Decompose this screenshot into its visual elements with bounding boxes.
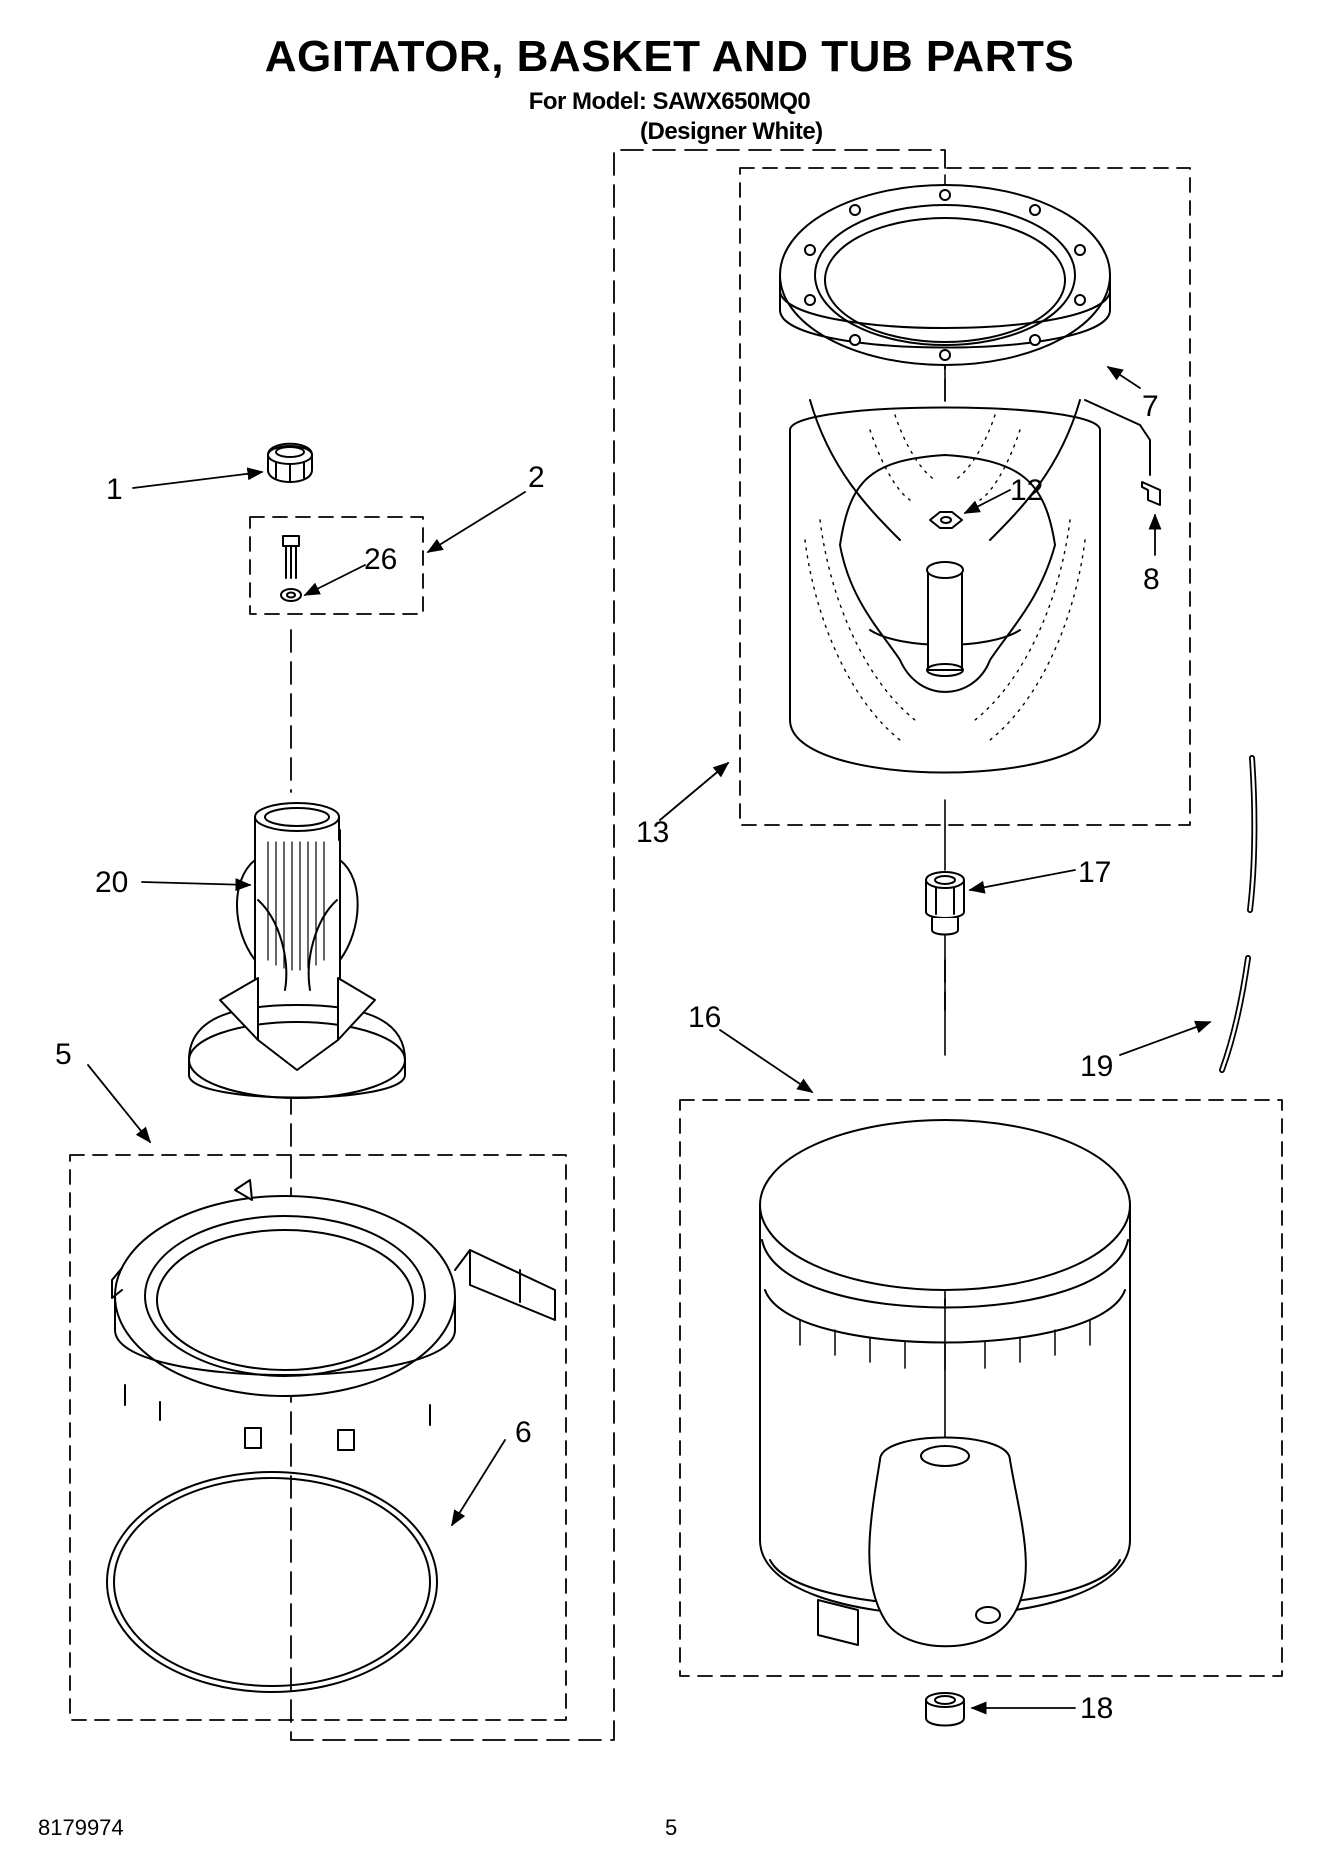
- callout-13: 13: [636, 816, 670, 849]
- bolt-icon: [282, 535, 300, 579]
- outer-tub-icon: [759, 1119, 1131, 1648]
- callout-26: 26: [364, 543, 398, 576]
- outer-tub-box: [679, 1099, 1283, 1677]
- page-number: 5: [665, 1815, 678, 1840]
- callout-2: 2: [528, 461, 545, 494]
- callout-16: 16: [688, 1001, 722, 1034]
- nut-icon: [929, 511, 963, 529]
- doc-number: 8179974: [38, 1815, 124, 1840]
- callout-12: 12: [1010, 474, 1044, 507]
- color-line: (Designer White): [640, 118, 823, 145]
- model-line: For Model: SAWX650MQ0: [528, 88, 811, 115]
- tub-ring-box: [69, 1154, 567, 1721]
- clip-icon: [1084, 399, 1161, 506]
- drain-fitting-icon: [925, 1692, 965, 1727]
- agitator-cap-icon: [267, 442, 313, 483]
- assembly-centerline: [290, 149, 946, 1741]
- callout-20: 20: [95, 866, 129, 899]
- bolt-kit-box: [249, 516, 424, 615]
- hub-nut-icon: [925, 871, 965, 936]
- callout-6: 6: [515, 1416, 532, 1449]
- callout-8: 8: [1143, 563, 1160, 596]
- basket-box: [739, 167, 1191, 826]
- callout-19: 19: [1080, 1050, 1114, 1083]
- callout-17: 17: [1078, 856, 1112, 889]
- callout-5: 5: [55, 1038, 72, 1071]
- washer-icon: [280, 588, 302, 602]
- leader-arrows: [87, 366, 1212, 1715]
- tub-ring-icon: [111, 1179, 556, 1451]
- page-title: AGITATOR, BASKET AND TUB PARTS: [264, 32, 1075, 81]
- balance-ring-icon: [779, 184, 1111, 366]
- hose-icon: [1219, 755, 1258, 1073]
- basket-icon: [789, 399, 1101, 774]
- seal-ring-icon: [106, 1471, 438, 1693]
- agitator-icon: [188, 802, 406, 1099]
- callout-7: 7: [1142, 390, 1159, 423]
- callout-1: 1: [106, 473, 123, 506]
- callout-18: 18: [1080, 1692, 1114, 1725]
